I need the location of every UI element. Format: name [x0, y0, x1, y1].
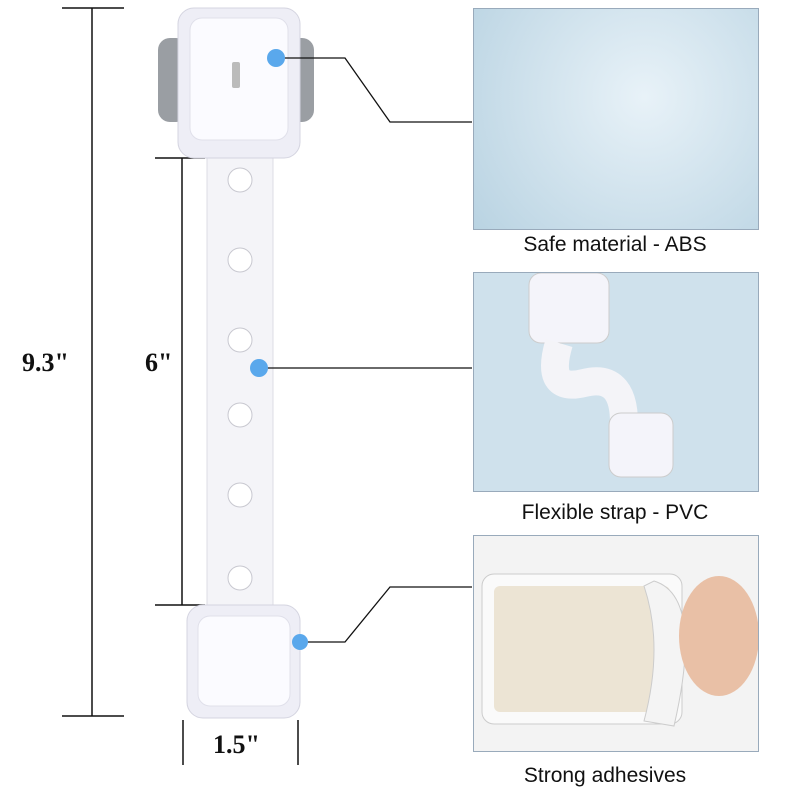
- pvc-strap-image: [473, 272, 759, 492]
- strap-length-label: 6": [145, 348, 173, 377]
- feature-label-abs: Safe material - ABS: [523, 233, 707, 256]
- dimension-strap: [155, 157, 205, 606]
- dimension-total: [62, 7, 124, 717]
- feature-label-pvc: Flexible strap - PVC: [521, 501, 709, 524]
- adhesive-image: [473, 535, 759, 752]
- dimension-width: [182, 720, 299, 765]
- lock-product: [158, 7, 314, 719]
- adhesive-photo: [481, 573, 758, 727]
- callout-dots: [250, 49, 308, 650]
- callout-lines: [259, 57, 472, 643]
- abs-material-image: [473, 8, 759, 230]
- feature-label-adhesive: Strong adhesives: [523, 764, 687, 787]
- strap-photo: [528, 273, 674, 478]
- total-length-label: 9.3": [22, 348, 69, 377]
- width-label: 1.5": [213, 730, 260, 759]
